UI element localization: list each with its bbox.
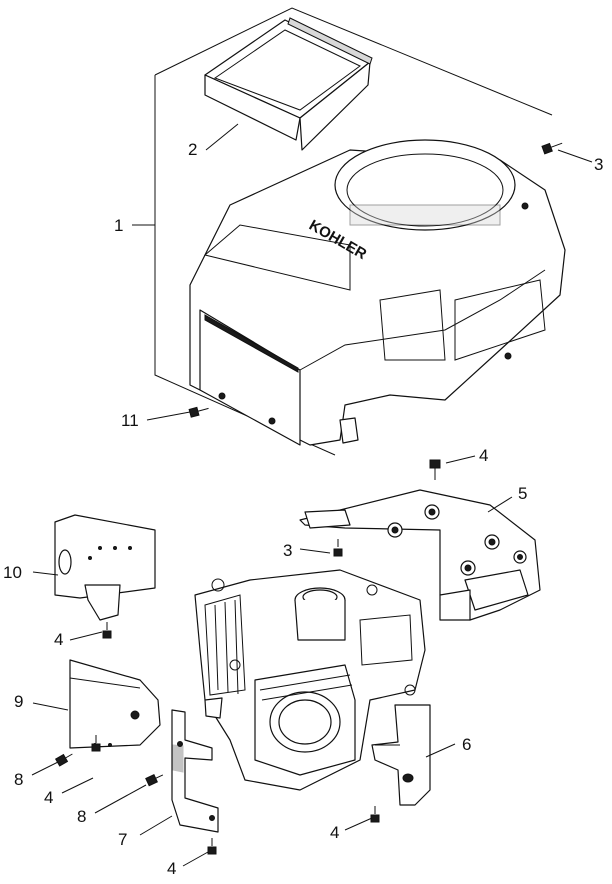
engine-block-part: [194, 569, 426, 791]
callout-5: 5: [518, 484, 527, 503]
callout-10: 10: [3, 563, 22, 582]
shield-right-part: [371, 704, 431, 806]
callout-8-center: 8: [77, 807, 86, 826]
callout-9: 9: [14, 692, 23, 711]
callout-1: 1: [114, 216, 123, 235]
callout-4-left-lower: 4: [44, 788, 53, 807]
bracket-lower-part: [171, 709, 219, 833]
shield-lower-left-part: [69, 659, 161, 749]
screw-4-bottom-center: [207, 838, 217, 855]
callout-7: 7: [118, 830, 127, 849]
callout-2: 2: [188, 140, 197, 159]
shield-upper-left-part: [54, 514, 156, 621]
screw-4-left-upper: [102, 622, 112, 639]
callout-3-lower: 3: [283, 541, 292, 560]
leader-lines: [31, 123, 593, 867]
screw-4-bottom-right: [370, 806, 380, 823]
screw-3-upper: [541, 142, 563, 155]
callout-6: 6: [462, 735, 471, 754]
fasteners: [54, 142, 563, 855]
screw-8-left: [54, 753, 73, 767]
blower-housing-part: KOHLER: [189, 139, 566, 446]
baffle-plate-part: [299, 489, 541, 621]
callout-4-bottom-right: 4: [330, 823, 339, 842]
screw-4-upper: [429, 459, 441, 480]
callout-4-upper: 4: [479, 446, 488, 465]
callout-4-bottom-center: 4: [167, 859, 176, 878]
callout-3-upper: 3: [594, 155, 603, 174]
callout-8-left: 8: [14, 770, 23, 789]
callout-labels: 1 2 3 11 4 5 3 10 4 9 6 8 4 8 7 4 4: [3, 140, 603, 878]
screw-11: [188, 406, 209, 418]
screw-8-center: [145, 774, 164, 787]
screw-3-lower: [333, 539, 343, 557]
top-cover-part: [204, 17, 373, 151]
callout-11: 11: [121, 411, 139, 430]
screw-4-left-lower: [91, 735, 101, 752]
callout-4-left-upper: 4: [54, 630, 63, 649]
